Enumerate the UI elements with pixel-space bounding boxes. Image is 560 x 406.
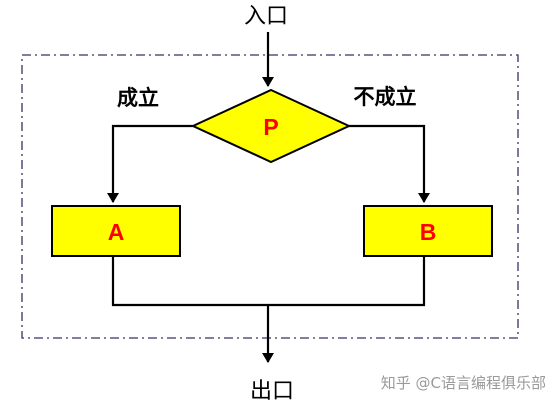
merge-line (111, 256, 426, 307)
exit-label: 出口 (250, 379, 294, 404)
condition-label: P (263, 114, 278, 140)
entry-label: 入口 (244, 4, 288, 29)
condition-diamond (190, 88, 352, 164)
true-branch-label: 成立 (117, 86, 159, 110)
watermark-text: 知乎 @C语言编程俱乐部 (381, 374, 546, 392)
process-box-a-label: A (108, 219, 125, 245)
process-box-b (363, 205, 493, 257)
true-branch-arrow (107, 124, 193, 203)
process-box-b-label: B (420, 219, 437, 245)
process-box-a (51, 205, 181, 257)
structure-frame (21, 54, 519, 339)
false-branch-arrow (349, 124, 430, 203)
false-branch-label: 不成立 (354, 85, 417, 109)
